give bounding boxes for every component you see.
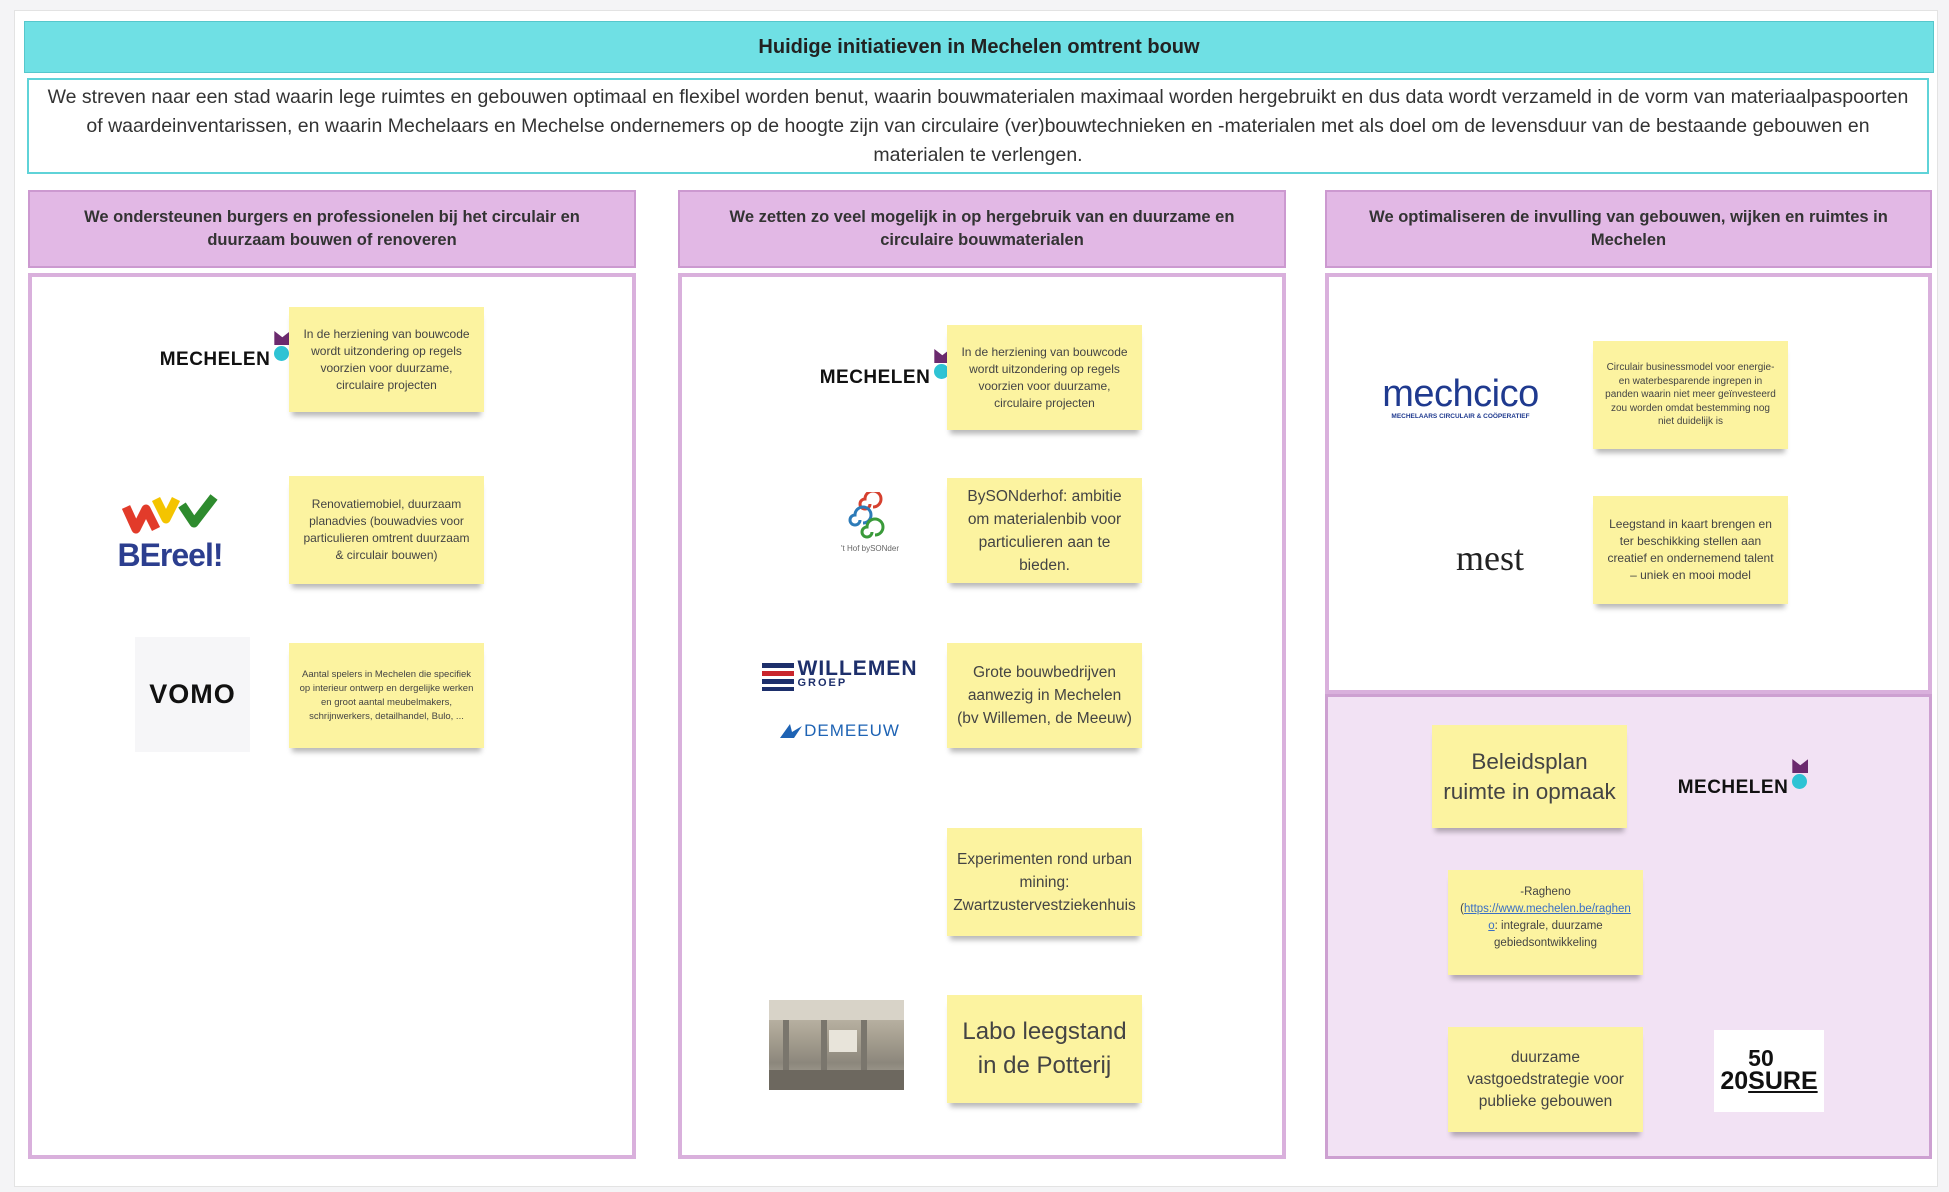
mechelen-logo[interactable]: MECHELEN	[1668, 759, 1809, 808]
willemen-stripes-icon	[761, 663, 794, 691]
2050-sure-logo[interactable]: 20 50 SURE	[1714, 1030, 1824, 1112]
mechcico-logo[interactable]: mechcico MECHELAARS CIRCULAIR & COÖPERAT…	[1378, 370, 1543, 425]
mest-logo-text: mest	[1456, 537, 1524, 578]
bereel-logo[interactable]: BEreel!	[115, 480, 225, 580]
ragheno-suffix: : integrale, duurzame gebiedsontwikkelin…	[1494, 920, 1603, 949]
crown-icon	[934, 349, 951, 363]
sticky-note[interactable]: In de herziening van bouwcode wordt uitz…	[947, 325, 1142, 430]
ragheno-prefix: -Ragheno	[1520, 886, 1571, 898]
sticky-note[interactable]: Aantal spelers in Mechelen die specifiek…	[289, 643, 484, 748]
column-3-area-top	[1325, 273, 1932, 694]
sticky-note[interactable]: Circulair businessmodel voor energie- en…	[1593, 341, 1788, 449]
sticky-note[interactable]: BySONderhof: ambitie om materialenbib vo…	[947, 478, 1142, 583]
crown-icon	[274, 331, 291, 345]
bereel-logo-text: BEreel!	[117, 536, 223, 573]
sticky-note[interactable]: Leegstand in kaart brengen en ter beschi…	[1593, 496, 1788, 604]
potterij-photo[interactable]	[769, 1000, 904, 1090]
column-3-heading[interactable]: We optimaliseren de invulling van gebouw…	[1325, 190, 1932, 268]
sticky-note[interactable]: duurzame vastgoedstrategie voor publieke…	[1448, 1027, 1643, 1132]
sticky-note[interactable]: In de herziening van bouwcode wordt uitz…	[289, 307, 484, 412]
dot-icon	[934, 364, 950, 379]
seagull-icon	[780, 724, 803, 738]
sticky-note[interactable]: Experimenten rond urban mining: Zwartzus…	[947, 828, 1142, 936]
ragheno-note[interactable]: -Ragheno (https://www.mechelen.be/raghen…	[1448, 870, 1643, 975]
building-interior-image	[769, 1000, 904, 1090]
ragheno-link[interactable]: https://www.mechelen.be/ragheno	[1463, 903, 1631, 932]
willemen-logo[interactable]: WILLEMEN GROEP	[752, 658, 927, 694]
demeeuw-logo[interactable]: DEMEEUW	[770, 716, 910, 746]
sure-20-text: 20	[1720, 1067, 1749, 1095]
crown-icon	[1792, 759, 1809, 773]
hof-bysonder-logo-text: 't Hof bySONder	[841, 544, 899, 553]
mechelen-logo-text: MECHELEN	[159, 349, 271, 370]
hof-bysonder-logo[interactable]: 't Hof bySONder	[830, 485, 910, 560]
mechcico-sub-text: MECHELAARS CIRCULAIR & COÖPERATIEF	[1391, 413, 1530, 420]
sticky-note[interactable]: Renovatiemobiel, duurzaam planadvies (bo…	[289, 476, 484, 584]
ragheno-paren: (	[1460, 903, 1464, 915]
sure-text: SURE	[1748, 1067, 1818, 1095]
column-1-heading[interactable]: We ondersteunen burgers en professionele…	[28, 190, 636, 268]
mechelen-logo[interactable]: MECHELEN	[150, 331, 291, 380]
sticky-note[interactable]: Grote bouwbedrijven aanwezig in Mechelen…	[947, 643, 1142, 748]
mest-logo[interactable]: mest	[1440, 535, 1540, 580]
mechelen-logo-text: MECHELEN	[1677, 777, 1789, 798]
column-2-heading[interactable]: We zetten zo veel mogelijk in op hergebr…	[678, 190, 1286, 268]
mechelen-logo-text: MECHELEN	[819, 367, 931, 388]
willemen-logo-text: WILLEMEN	[797, 657, 918, 680]
bereel-chevrons-icon	[121, 493, 218, 533]
mechcico-logo-text: mechcico	[1382, 373, 1539, 415]
spiral-icon	[848, 492, 885, 539]
dot-icon	[1792, 774, 1808, 789]
dot-icon	[274, 346, 290, 361]
board-title[interactable]: Huidige initiatieven in Mechelen omtrent…	[24, 21, 1934, 73]
demeeuw-logo-text: DEMEEUW	[804, 721, 900, 740]
sticky-note[interactable]: Beleidsplan ruimte in opmaak	[1432, 725, 1627, 828]
willemen-sub-text: GROEP	[797, 677, 848, 689]
sticky-note[interactable]: Labo leegstand in de Potterij	[947, 995, 1142, 1103]
sure-50-text: 50	[1748, 1045, 1774, 1071]
vomo-logo-text: VOMO	[149, 679, 236, 709]
vomo-logo[interactable]: VOMO	[135, 637, 250, 752]
intro-text[interactable]: We streven naar een stad waarin lege rui…	[27, 78, 1929, 174]
mechelen-logo[interactable]: MECHELEN	[810, 349, 951, 398]
